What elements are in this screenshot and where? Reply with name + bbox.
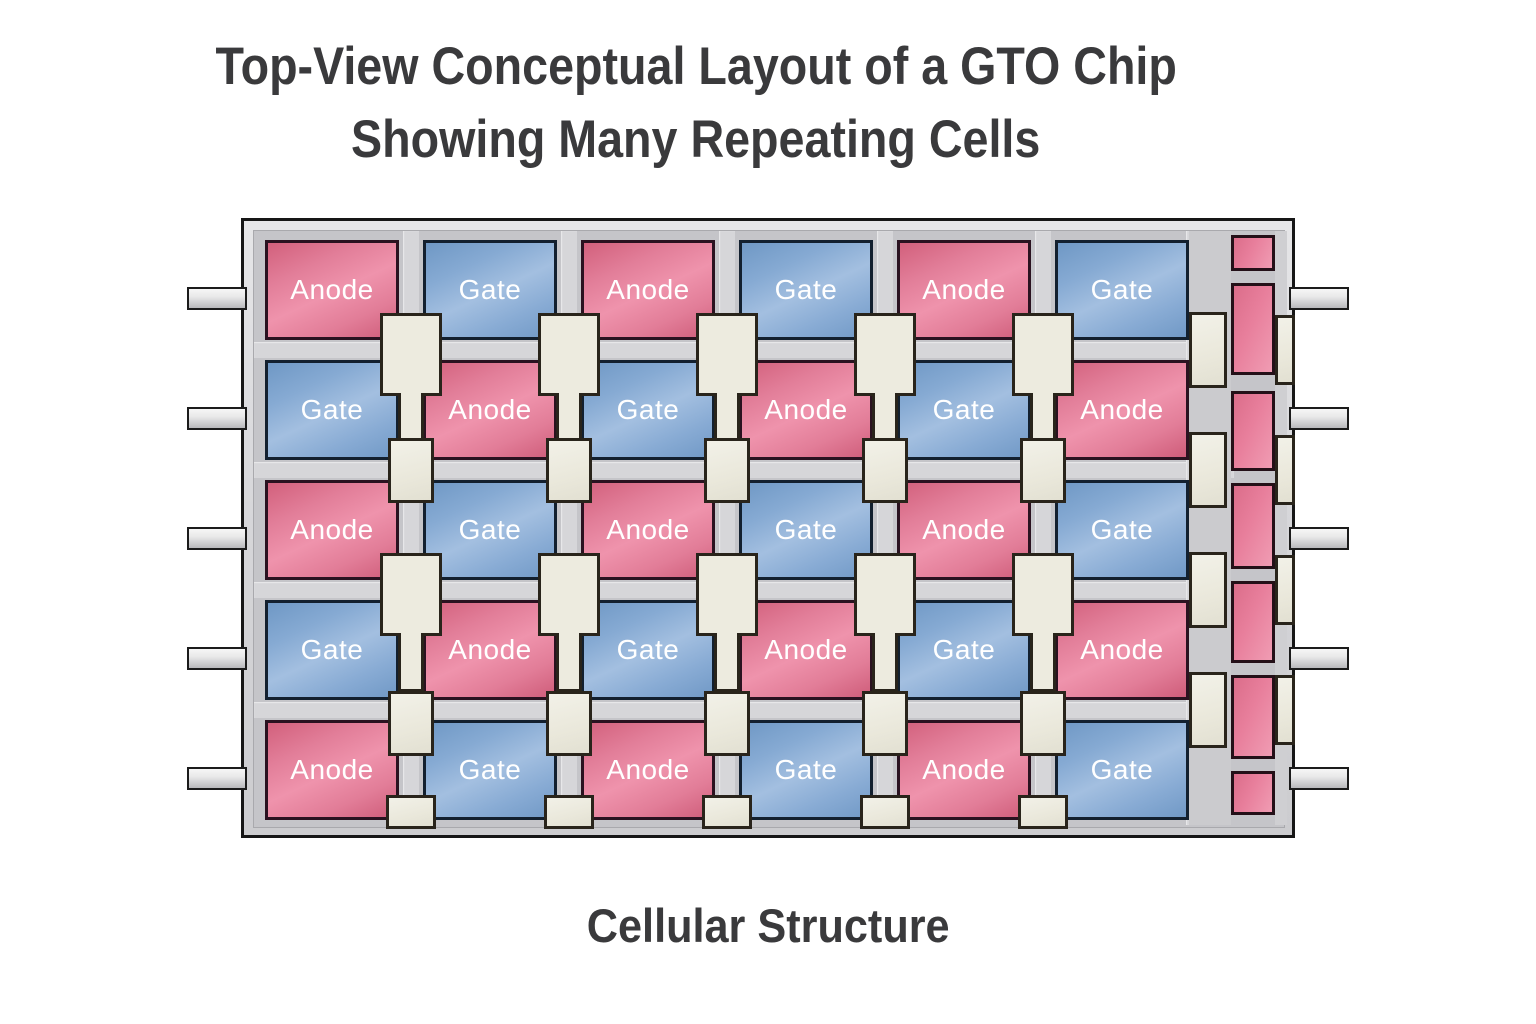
cell-connector-large	[854, 553, 916, 692]
cell-connector-large	[538, 553, 600, 692]
cell-anode: Anode	[897, 480, 1031, 580]
cell-connector-small	[704, 691, 750, 756]
package-pin-left	[187, 647, 247, 670]
cell-gate: Gate	[265, 600, 399, 700]
cell-gate: Gate	[265, 360, 399, 460]
cell-connector-large	[538, 313, 600, 452]
bottom-edge-connector	[544, 795, 594, 829]
cell-anode: Anode	[265, 720, 399, 820]
cell-anode: Anode	[581, 240, 715, 340]
package-pin-left	[187, 407, 247, 430]
strip-connector	[1189, 672, 1227, 748]
strip-connector	[1189, 312, 1227, 388]
cell-anode: Anode	[897, 720, 1031, 820]
frame-connector	[1275, 555, 1295, 625]
cell-gate: Gate	[739, 480, 873, 580]
cell-anode: Anode	[423, 360, 557, 460]
cell-anode: Anode	[581, 480, 715, 580]
package-pin-left	[187, 527, 247, 550]
cell-gate: Gate	[1055, 240, 1189, 340]
cell-connector-small	[388, 691, 434, 756]
cathode-strip-segment	[1231, 235, 1275, 271]
cell-anode: Anode	[1055, 600, 1189, 700]
cathode-strip-segment	[1231, 283, 1275, 375]
package-pin-left	[187, 287, 247, 310]
cell-anode: Anode	[265, 240, 399, 340]
cathode-strip-segment	[1231, 581, 1275, 663]
cell-gate: Gate	[1055, 720, 1189, 820]
cell-anode: Anode	[1055, 360, 1189, 460]
cell-gate: Gate	[581, 600, 715, 700]
cell-gate: Gate	[897, 360, 1031, 460]
package-pin-right	[1289, 647, 1349, 670]
cell-gate: Gate	[739, 720, 873, 820]
cell-connector-large	[854, 313, 916, 452]
cell-gate: Gate	[739, 240, 873, 340]
cathode-strip-segment	[1231, 771, 1275, 815]
bottom-edge-connector	[860, 795, 910, 829]
cell-connector-small	[546, 438, 592, 503]
frame-connector	[1275, 675, 1295, 745]
cell-gate: Gate	[581, 360, 715, 460]
cell-anode: Anode	[265, 480, 399, 580]
title-line-1: Top-View Conceptual Layout of a GTO Chip	[215, 37, 1177, 96]
strip-connector	[1189, 552, 1227, 628]
cell-connector-large	[1012, 313, 1074, 452]
package-pin-right	[1289, 527, 1349, 550]
title-line-2: Showing Many Repeating Cells	[351, 110, 1041, 169]
cell-anode: Anode	[897, 240, 1031, 340]
cathode-strip-segment	[1231, 483, 1275, 569]
cathode-strip-segment	[1231, 391, 1275, 471]
frame-connector	[1275, 435, 1295, 505]
cell-gate: Gate	[423, 480, 557, 580]
cell-connector-small	[1020, 438, 1066, 503]
cell-connector-small	[704, 438, 750, 503]
package-pin-right	[1289, 767, 1349, 790]
cell-connector-small	[862, 438, 908, 503]
package-pin-right	[1289, 407, 1349, 430]
package-pin-right	[1289, 287, 1349, 310]
bottom-edge-connector	[702, 795, 752, 829]
diagram-caption: Cellular Structure	[586, 899, 950, 952]
strip-connector	[1189, 432, 1227, 508]
package-pin-left	[187, 767, 247, 790]
cell-anode: Anode	[739, 360, 873, 460]
cell-anode: Anode	[739, 600, 873, 700]
frame-connector	[1275, 315, 1295, 385]
cell-connector-small	[862, 691, 908, 756]
cell-gate: Gate	[423, 720, 557, 820]
cell-connector-large	[696, 553, 758, 692]
cell-connector-large	[696, 313, 758, 452]
cell-connector-small	[546, 691, 592, 756]
cell-connector-small	[1020, 691, 1066, 756]
cell-gate: Gate	[423, 240, 557, 340]
bottom-edge-connector	[386, 795, 436, 829]
cell-anode: Anode	[581, 720, 715, 820]
cathode-strip-segment	[1231, 675, 1275, 759]
cell-connector-large	[380, 313, 442, 452]
cell-connector-small	[388, 438, 434, 503]
cell-anode: Anode	[423, 600, 557, 700]
cell-connector-large	[380, 553, 442, 692]
cell-connector-large	[1012, 553, 1074, 692]
bottom-edge-connector	[1018, 795, 1068, 829]
diagram-title: Top-View Conceptual Layout of a GTO Chip…	[0, 30, 1464, 176]
cell-gate: Gate	[897, 600, 1031, 700]
cell-gate: Gate	[1055, 480, 1189, 580]
